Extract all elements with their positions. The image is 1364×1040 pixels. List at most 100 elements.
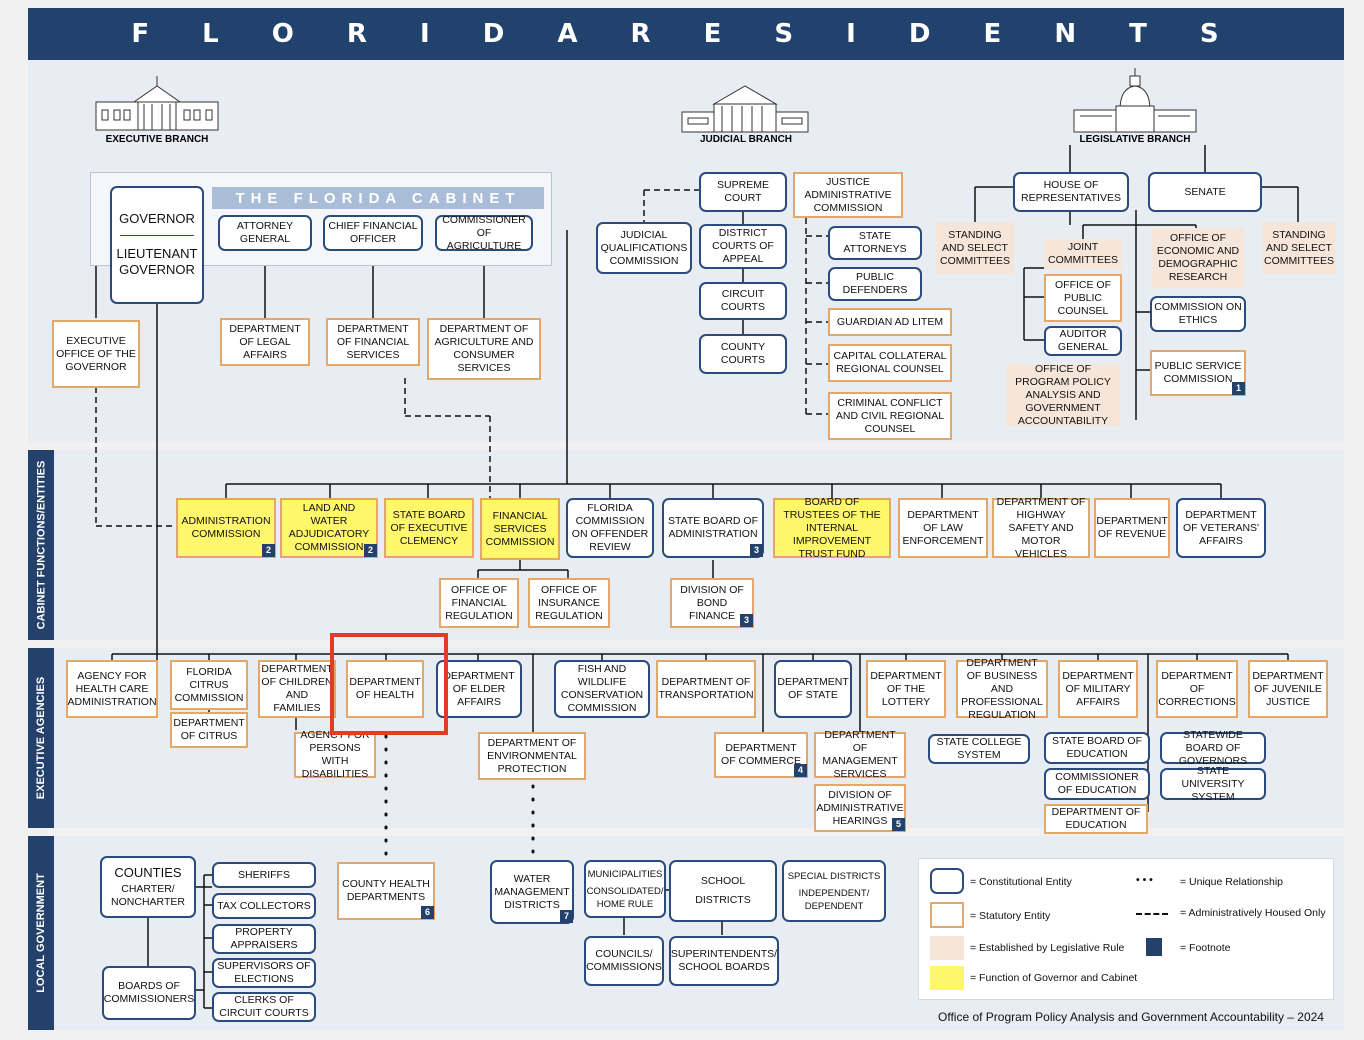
fdle-box[interactable]: DEPARTMENT OF LAW ENFORCEMENT xyxy=(898,498,988,558)
circuit-courts-box[interactable]: CIRCUIT COURTS xyxy=(699,282,787,320)
wmd-label: WATER MANAGEMENT DISTRICTS xyxy=(494,872,570,911)
guardian-ad-litem-box[interactable]: GUARDIAN AD LITEM xyxy=(828,308,952,336)
bond-finance-box[interactable]: DIVISION OF BOND FINANCE 3 xyxy=(670,578,754,628)
footnote-badge: 3 xyxy=(750,544,763,557)
state-college-box[interactable]: STATE COLLEGE SYSTEM xyxy=(928,734,1030,764)
dep-box[interactable]: DEPARTMENT OF ENVIRONMENTAL PROTECTION xyxy=(478,732,586,780)
supreme-court-box[interactable]: SUPREME COURT xyxy=(699,172,787,212)
jac-box[interactable]: JUSTICE ADMINISTRATIVE COMMISSION xyxy=(793,172,903,218)
tax-collectors-box[interactable]: TAX COLLECTORS xyxy=(212,893,316,919)
state-attorneys-box[interactable]: STATE ATTORNEYS xyxy=(828,226,922,260)
oir-box[interactable]: OFFICE OF INSURANCE REGULATION xyxy=(528,578,610,628)
citrus-commission-box[interactable]: FLORIDA CITRUS COMMISSION xyxy=(170,660,248,710)
ethics-box[interactable]: COMMISSION ON ETHICS xyxy=(1150,296,1246,332)
county-health-box[interactable]: COUNTY HEALTH DEPARTMENTS 6 xyxy=(337,862,435,920)
cfo-box[interactable]: CHIEF FINANCIAL OFFICER xyxy=(323,215,423,251)
dacs-box[interactable]: DEPARTMENT OF AGRICULTURE AND CONSUMER S… xyxy=(427,318,541,380)
commerce-box[interactable]: DEPARTMENT OF COMMERCE 4 xyxy=(714,732,808,778)
administration-commission-box[interactable]: ADMINISTRATION COMMISSION 2 xyxy=(176,498,276,558)
doah-box[interactable]: DIVISION OF ADMINISTRATIVE HEARINGS 5 xyxy=(814,784,906,832)
bond-finance-label: DIVISION OF BOND FINANCE xyxy=(680,583,744,622)
lwac-label: LAND AND WATER ADJUDICATORY COMMISSION xyxy=(288,502,370,553)
lottery-box[interactable]: DEPARTMENT OF THE LOTTERY xyxy=(866,660,946,718)
sidebar-local: LOCAL GOVERNMENT xyxy=(28,836,54,1030)
property-appraisers-box[interactable]: PROPERTY APPRAISERS xyxy=(212,924,316,954)
counties-box[interactable]: COUNTIES CHARTER/ NONCHARTER xyxy=(100,856,196,918)
ofr-box[interactable]: OFFICE OF FINANCIAL REGULATION xyxy=(439,578,519,628)
governor-box[interactable]: GOVERNOR LIEUTENANT GOVERNOR xyxy=(110,186,204,304)
florida-cabinet-title: THE FLORIDA CABINET xyxy=(212,187,544,209)
school-districts-box[interactable]: SCHOOL DISTRICTS xyxy=(669,860,777,922)
coe-box[interactable]: COMMISSIONER OF EDUCATION xyxy=(1044,768,1150,800)
doe-box[interactable]: DEPARTMENT OF EDUCATION xyxy=(1044,804,1148,834)
sidebar-cabinet: CABINET FUNCTIONS/ENTITIES xyxy=(28,450,54,640)
dla-box[interactable]: DEPARTMENT OF LEGAL AFFAIRS xyxy=(220,318,310,366)
dca-box[interactable]: DISTRICT COURTS OF APPEAL xyxy=(699,224,787,269)
county-health-label: COUNTY HEALTH DEPARTMENTS xyxy=(342,878,430,903)
auditor-general-box[interactable]: AUDITOR GENERAL xyxy=(1044,326,1122,356)
public-defenders-box[interactable]: PUBLIC DEFENDERS xyxy=(828,267,922,301)
sba-label: STATE BOARD OF ADMINISTRATION xyxy=(667,515,759,540)
public-counsel-box[interactable]: OFFICE OF PUBLIC COUNSEL xyxy=(1044,274,1122,322)
oppaga-box[interactable]: OFFICE OF PROGRAM POLICY ANALYSIS AND GO… xyxy=(1006,363,1120,427)
dcf-box[interactable]: DEPARTMENT OF CHILDREN AND FAMILIES xyxy=(258,660,336,718)
djj-box[interactable]: DEPARTMENT OF JUVENILE JUSTICE xyxy=(1248,660,1328,718)
veterans-box[interactable]: DEPARTMENT OF VETERANS' AFFAIRS xyxy=(1176,498,1266,558)
districts-label: DISTRICTS xyxy=(695,894,751,906)
legend-dash-label: = Administratively Housed Only xyxy=(1180,907,1326,919)
corrections-box[interactable]: DEPARTMENT OF CORRECTIONS xyxy=(1156,660,1238,718)
bog-box[interactable]: STATEWIDE BOARD OF GOVERNORS xyxy=(1160,729,1266,767)
sus-box[interactable]: STATE UNIVERSITY SYSTEM xyxy=(1160,765,1266,803)
dms-box[interactable]: DEPARTMENT OF MANAGEMENT SERVICES xyxy=(814,729,906,780)
charter-label: CHARTER/ NONCHARTER xyxy=(111,882,185,908)
legend-dots-symbol: • • • xyxy=(1136,874,1153,886)
trustees-box[interactable]: BOARD OF TRUSTEES OF THE INTERNAL IMPROV… xyxy=(773,496,891,560)
councils-box[interactable]: COUNCILS/ COMMISSIONS xyxy=(584,936,664,986)
footnote-badge: 6 xyxy=(421,906,434,919)
eog-box[interactable]: EXECUTIVE OFFICE OF THE GOVERNOR xyxy=(52,320,140,388)
ccrc-box[interactable]: CAPITAL COLLATERAL REGIONAL COUNSEL xyxy=(828,344,952,382)
municipalities-box[interactable]: MUNICIPALITIES CONSOLIDATED/ HOME RULE xyxy=(584,860,666,918)
apd-box[interactable]: AGENCY FOR PERSONS WITH DISABILITIES xyxy=(294,729,376,780)
dma-box[interactable]: DEPARTMENT OF MILITARY AFFAIRS xyxy=(1058,660,1138,718)
revenue-box[interactable]: DEPARTMENT OF REVENUE xyxy=(1094,498,1170,558)
superintendents-box[interactable]: SUPERINTENDENTS/ SCHOOL BOARDS xyxy=(669,936,779,986)
sbe-box[interactable]: STATE BOARD OF EDUCATION xyxy=(1044,732,1150,764)
doh-box[interactable]: DEPARTMENT OF HEALTH xyxy=(346,660,424,718)
senate-box[interactable]: SENATE xyxy=(1148,172,1262,212)
offender-review-box[interactable]: FLORIDA COMMISSION ON OFFENDER REVIEW xyxy=(566,498,654,558)
dos-box[interactable]: DEPARTMENT OF STATE xyxy=(774,660,852,718)
fwc-box[interactable]: FISH AND WILDLIFE CONSERVATION COMMISSIO… xyxy=(554,660,650,718)
attorney-general-box[interactable]: ATTORNEY GENERAL xyxy=(218,215,312,251)
sheriffs-box[interactable]: SHERIFFS xyxy=(212,862,316,888)
hsmv-box[interactable]: DEPARTMENT OF HIGHWAY SAFETY AND MOTOR V… xyxy=(992,496,1090,560)
special-districts-label: SPECIAL DISTRICTS xyxy=(787,870,881,882)
financial-services-commission-box[interactable]: FINANCIAL SERVICES COMMISSION xyxy=(480,498,560,560)
special-districts-box[interactable]: SPECIAL DISTRICTS INDEPENDENT/ DEPENDENT xyxy=(782,860,886,922)
doea-box[interactable]: DEPARTMENT OF ELDER AFFAIRS xyxy=(436,660,522,718)
ahca-box[interactable]: AGENCY FOR HEALTH CARE ADMINISTRATION xyxy=(66,660,158,718)
legend-constitutional-swatch xyxy=(930,868,964,894)
psc-box[interactable]: PUBLIC SERVICE COMMISSION 1 xyxy=(1150,350,1246,396)
judicial-branch-label: JUDICIAL BRANCH xyxy=(699,134,793,145)
edr-box[interactable]: OFFICE OF ECONOMIC AND DEMOGRAPHIC RESEA… xyxy=(1152,228,1244,288)
clemency-box[interactable]: STATE BOARD OF EXECUTIVE CLEMENCY xyxy=(384,498,474,558)
clerks-box[interactable]: CLERKS OF CIRCUIT COURTS xyxy=(212,992,316,1022)
county-courts-box[interactable]: COUNTY COURTS xyxy=(699,334,787,374)
footnote-badge: 3 xyxy=(740,614,753,627)
sba-box[interactable]: STATE BOARD OF ADMINISTRATION 3 xyxy=(662,498,764,558)
jqc-box[interactable]: JUDICIAL QUALIFICATIONS COMMISSION xyxy=(596,222,692,274)
dfs-box[interactable]: DEPARTMENT OF FINANCIAL SERVICES xyxy=(326,318,420,366)
standing-committees-house-box[interactable]: STANDING AND SELECT COMMITTEES xyxy=(936,222,1014,274)
wmd-box[interactable]: WATER MANAGEMENT DISTRICTS 7 xyxy=(490,860,574,924)
boc-box[interactable]: BOARDS OF COMMISSIONERS xyxy=(102,966,196,1020)
lwac-box[interactable]: LAND AND WATER ADJUDICATORY COMMISSION 2 xyxy=(280,498,378,558)
supervisors-elections-box[interactable]: SUPERVISORS OF ELECTIONS xyxy=(212,958,316,988)
criminal-conflict-box[interactable]: CRIMINAL CONFLICT AND CIVIL REGIONAL COU… xyxy=(828,392,952,440)
joint-committees-box[interactable]: JOINT COMMITTEES xyxy=(1044,239,1122,269)
standing-committees-senate-box[interactable]: STANDING AND SELECT COMMITTEES xyxy=(1262,222,1336,274)
dbpr-box[interactable]: DEPARTMENT OF BUSINESS AND PROFESSIONAL … xyxy=(956,657,1048,721)
commissioner-agriculture-box[interactable]: COMMISSIONER OF AGRICULTURE xyxy=(435,214,533,252)
house-box[interactable]: HOUSE OF REPRESENTATIVES xyxy=(1013,172,1129,212)
fdot-box[interactable]: DEPARTMENT OF TRANSPORTATION xyxy=(656,660,756,718)
